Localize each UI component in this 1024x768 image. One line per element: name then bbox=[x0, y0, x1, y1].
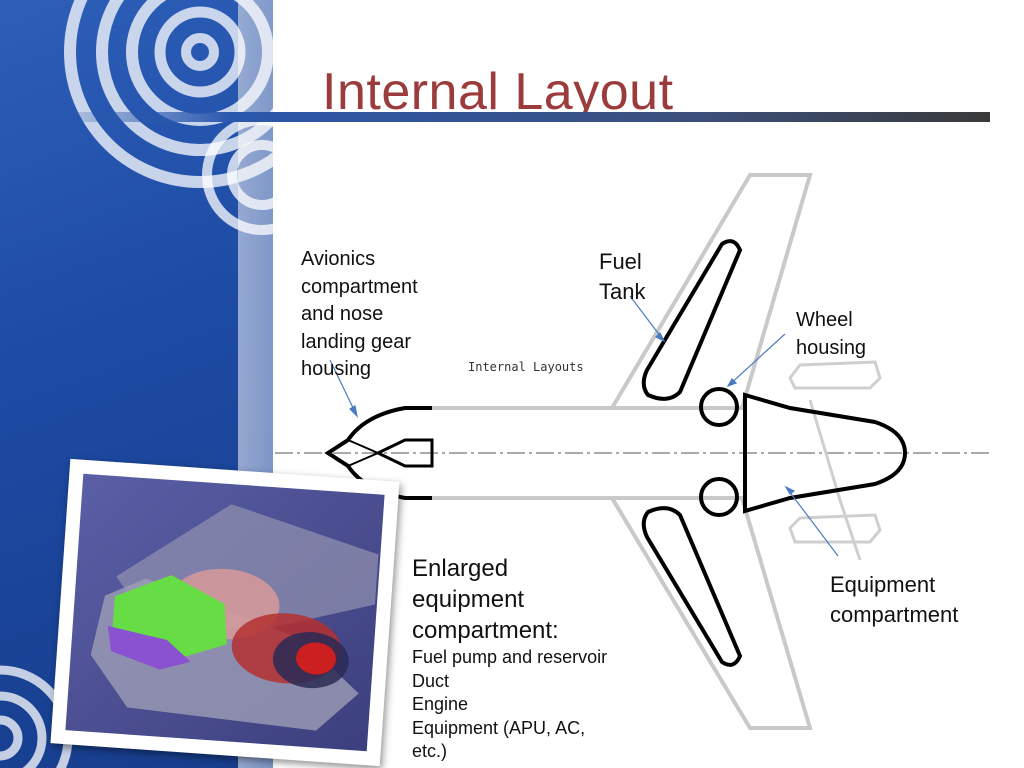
label-line: Avionics bbox=[301, 248, 376, 270]
label-enlarged-equipment: Enlarged equipment compartment: bbox=[412, 553, 559, 646]
render-image bbox=[65, 473, 385, 752]
drawing-caption: Internal Layouts bbox=[468, 360, 584, 374]
label-line: housing bbox=[796, 337, 867, 359]
label-avionics-compartment: Avionics compartment and nose landing ge… bbox=[301, 246, 418, 384]
enlarged-equipment-list: Fuel pump and reservoir Duct Engine Equi… bbox=[412, 646, 607, 764]
wheel-housing-upper bbox=[699, 387, 739, 427]
label-line: compartment: bbox=[412, 617, 559, 644]
fuel-tank-lower bbox=[641, 506, 743, 667]
label-line: Fuel bbox=[599, 249, 642, 274]
nose-gear-bay bbox=[374, 438, 434, 468]
slide-title: Internal Layout bbox=[322, 63, 674, 121]
label-line: housing bbox=[301, 358, 372, 380]
fuselage-outline bbox=[432, 406, 745, 500]
list-item: Equipment (APU, AC, bbox=[412, 717, 586, 738]
label-line: compartment bbox=[301, 275, 418, 298]
wheel-housing-lower bbox=[699, 477, 739, 517]
equipment-compartment bbox=[743, 392, 908, 514]
label-line: Wheel bbox=[796, 309, 853, 331]
list-item: Duct bbox=[412, 670, 450, 691]
leader-lines bbox=[329, 295, 839, 557]
list-item: etc.) bbox=[412, 741, 448, 761]
label-equipment-compartment: Equipment compartment bbox=[830, 570, 958, 630]
label-fuel-tank: Fuel Tank bbox=[599, 247, 645, 307]
label-line: compartment bbox=[830, 602, 959, 627]
list-item: Fuel pump and reservoir bbox=[412, 647, 608, 667]
label-line: Enlarged bbox=[412, 555, 509, 582]
equipment-3d-render bbox=[90, 504, 379, 731]
tail-outline bbox=[788, 360, 882, 561]
equipment-render-photo bbox=[50, 458, 400, 767]
title-underline bbox=[40, 112, 990, 122]
label-line: Equipment bbox=[830, 572, 936, 597]
label-line: landing gear bbox=[301, 330, 412, 353]
label-wheel-housing: Wheel housing bbox=[796, 306, 866, 362]
nose-inner-line bbox=[347, 439, 381, 467]
wing-outline bbox=[610, 173, 813, 730]
label-line: Tank bbox=[599, 279, 646, 304]
label-line: and nose bbox=[301, 303, 384, 325]
label-line: equipment bbox=[412, 586, 525, 613]
fuel-tank-upper bbox=[641, 239, 743, 401]
list-item: Engine bbox=[412, 694, 469, 714]
